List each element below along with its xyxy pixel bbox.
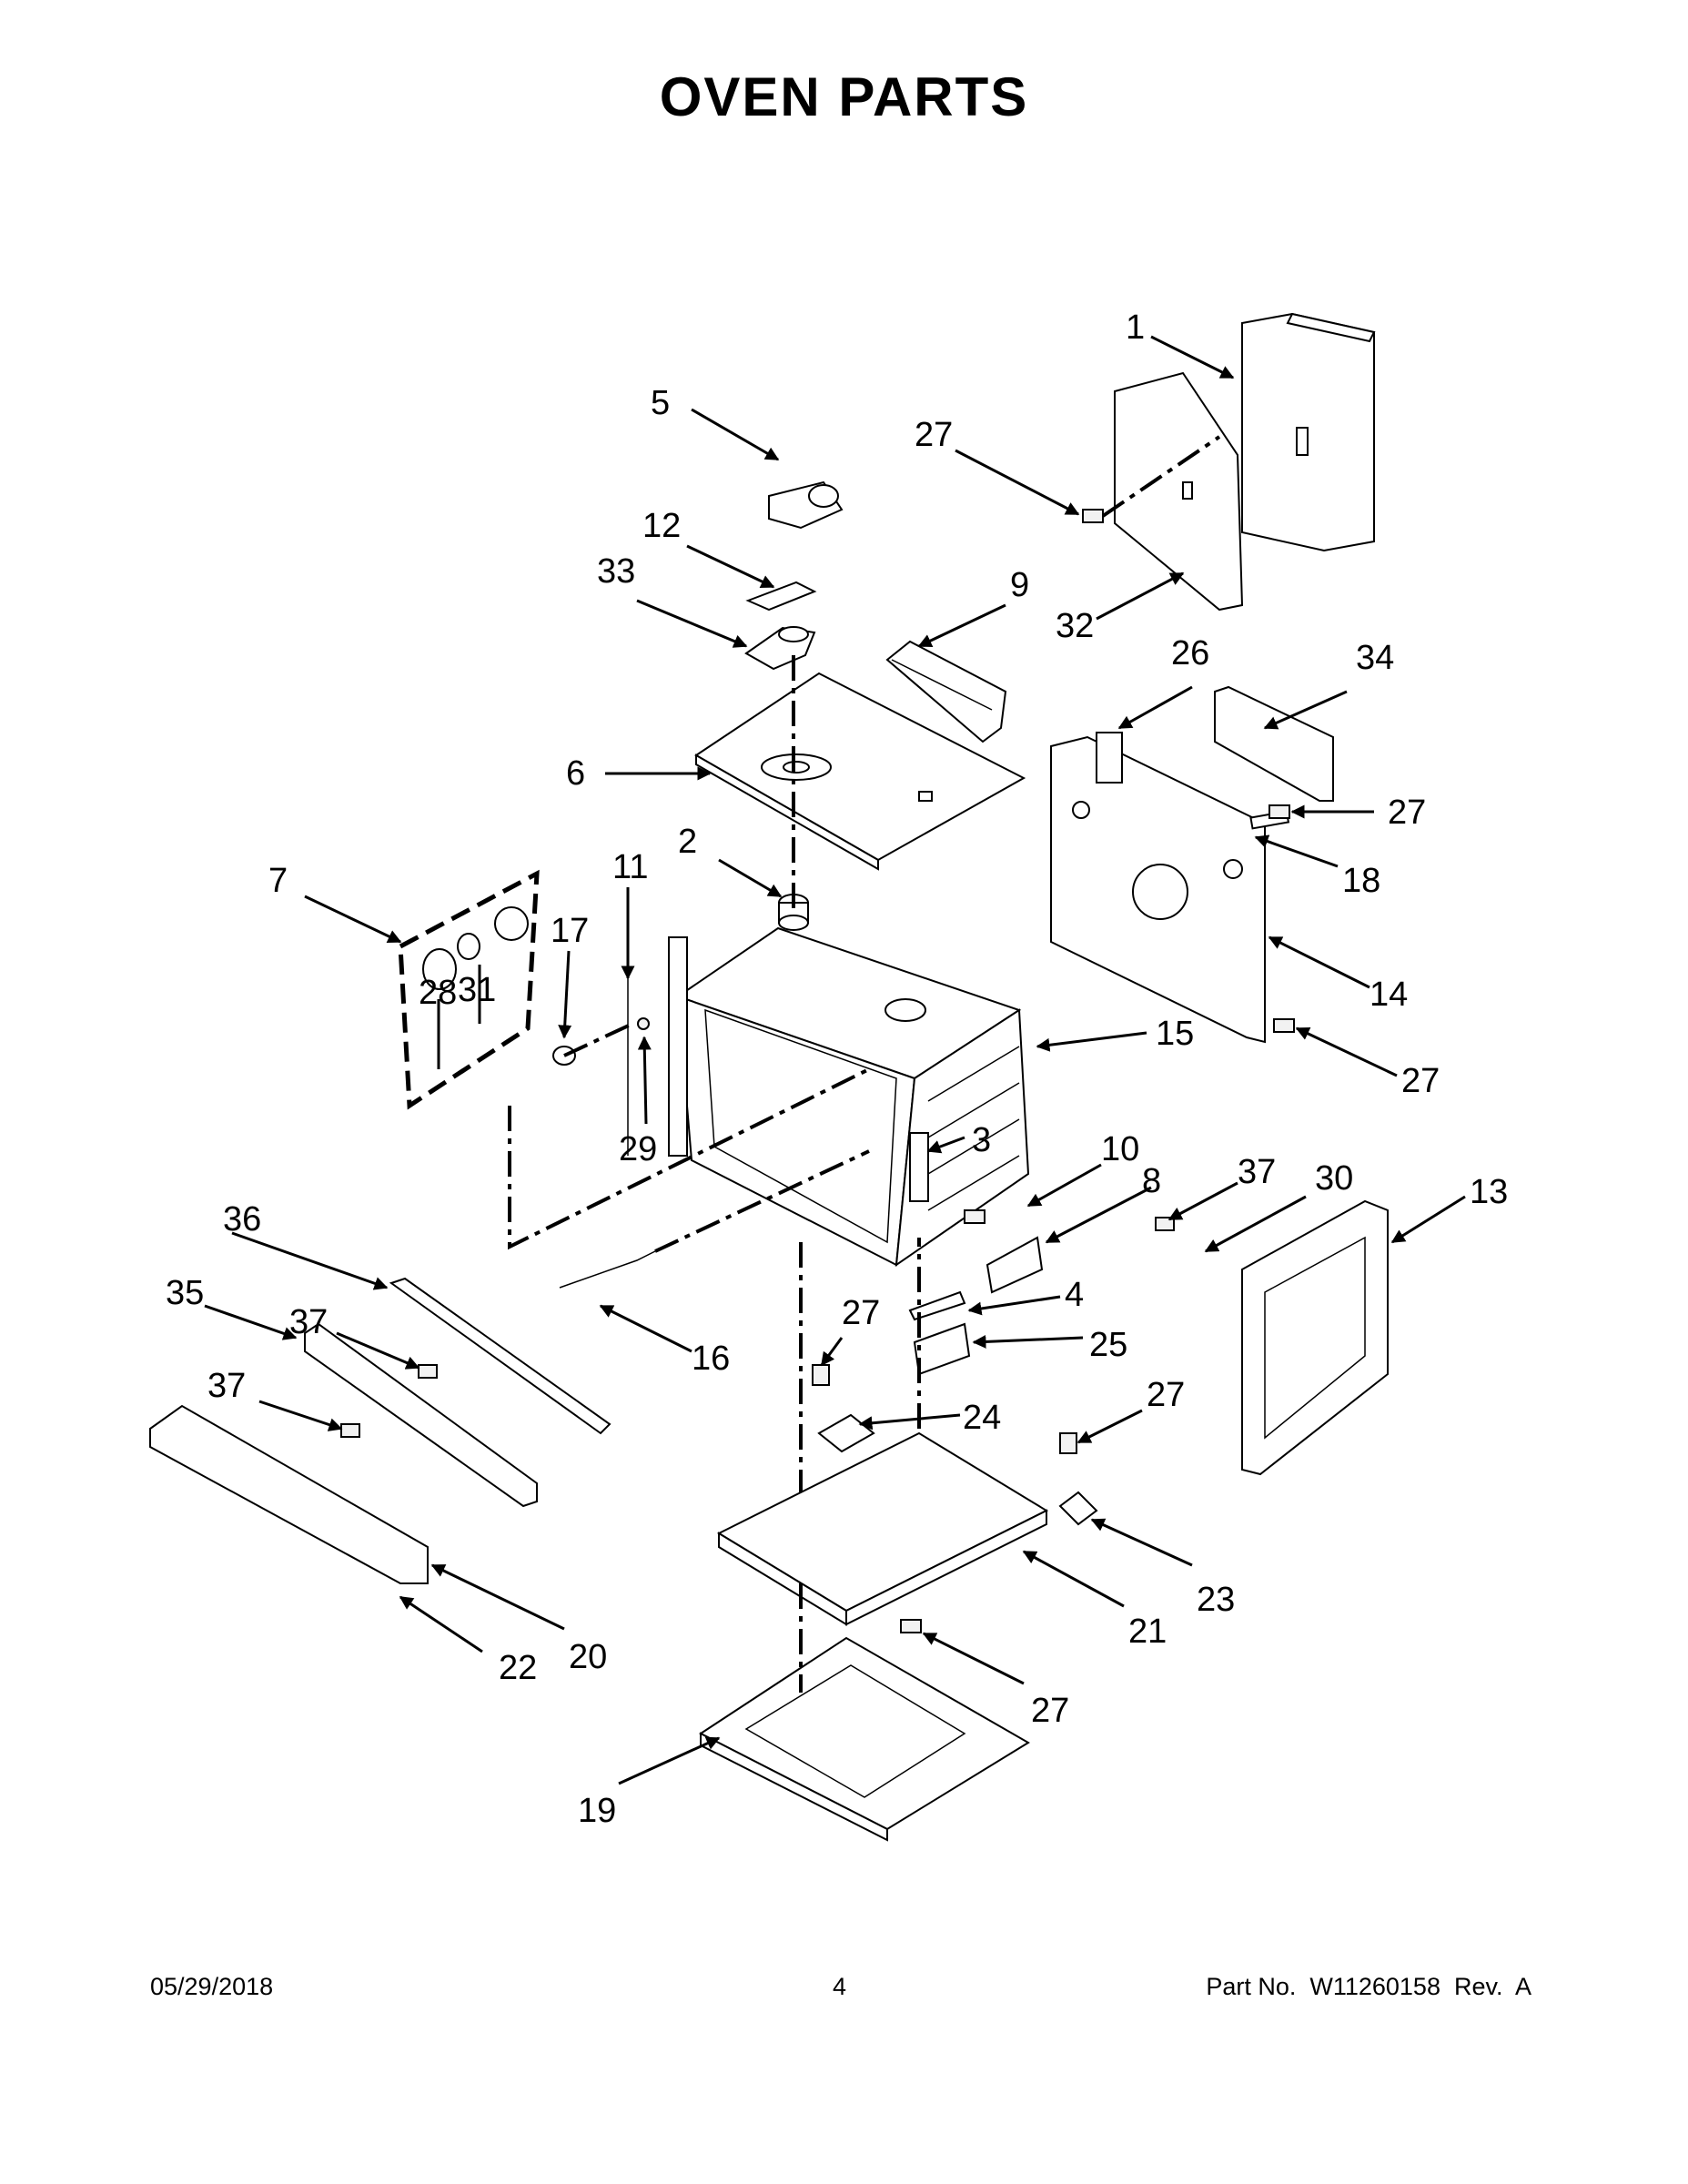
callout-12: 12 <box>642 507 681 545</box>
callout-3: 3 <box>972 1121 991 1159</box>
part-rear-cover <box>1114 371 1244 612</box>
part-clip-4 <box>908 1290 966 1321</box>
callout-27-e: 27 <box>1147 1376 1185 1414</box>
part-bottom-21 <box>716 1431 1049 1626</box>
part-bracket-23 <box>1058 1491 1098 1526</box>
part-mount-33 <box>744 626 816 671</box>
part-side-panel-14 <box>1050 732 1266 1044</box>
callout-34: 34 <box>1356 639 1394 677</box>
callout-28: 28 <box>419 974 457 1012</box>
callout-24: 24 <box>963 1399 1001 1437</box>
callout-36: 36 <box>223 1200 261 1239</box>
footer-date: 05/29/2018 <box>150 1973 274 2000</box>
callout-22: 22 <box>499 1649 537 1687</box>
part-screws <box>340 509 1295 1633</box>
callout-7: 7 <box>268 862 288 900</box>
callout-15: 15 <box>1156 1015 1194 1053</box>
callout-1: 1 <box>1126 308 1145 347</box>
callout-30: 30 <box>1315 1159 1353 1198</box>
part-bracket-12 <box>745 581 817 612</box>
callout-27-f: 27 <box>1031 1692 1069 1730</box>
part-rail-36 <box>389 1277 612 1435</box>
callout-27-c: 27 <box>1401 1062 1440 1100</box>
part-rail-35 <box>304 1322 538 1508</box>
part-bracket-24 <box>817 1413 875 1453</box>
part-wire-16 <box>559 1250 656 1289</box>
callout-27-b: 27 <box>1388 794 1426 832</box>
callout-31: 31 <box>458 971 496 1009</box>
part-filter-8 <box>986 1236 1044 1294</box>
callout-29: 29 <box>619 1130 657 1168</box>
callout-37-b: 37 <box>289 1303 328 1341</box>
callout-9: 9 <box>1010 566 1029 604</box>
callout-27-d: 27 <box>842 1294 880 1332</box>
callout-21: 21 <box>1128 1613 1167 1651</box>
part-knob-set-7 <box>398 869 540 1110</box>
part-top-plate-6 <box>694 672 1026 871</box>
callout-19: 19 <box>578 1792 616 1830</box>
callout-5: 5 <box>651 384 670 422</box>
callout-35: 35 <box>166 1274 204 1312</box>
callout-20: 20 <box>569 1638 607 1676</box>
callout-27-a: 27 <box>915 416 953 454</box>
callout-10: 10 <box>1101 1130 1139 1168</box>
part-rear-shield-13 <box>1241 1199 1389 1476</box>
page-title: OVEN PARTS <box>659 66 1029 127</box>
callout-37-a: 37 <box>1238 1153 1276 1191</box>
part-block-25 <box>913 1322 971 1376</box>
part-motor <box>768 480 844 530</box>
part-back-panel <box>1241 312 1376 552</box>
callout-leaders <box>204 335 1466 1785</box>
callout-37-c: 37 <box>207 1367 246 1405</box>
callout-26: 26 <box>1171 634 1209 672</box>
callout-14: 14 <box>1370 976 1408 1014</box>
assembly-lines <box>508 435 1221 1693</box>
part-base-19 <box>699 1636 1030 1842</box>
callout-18: 18 <box>1342 862 1380 900</box>
callout-4: 4 <box>1065 1276 1084 1314</box>
callout-labels: 1 5 27 12 33 9 32 26 34 6 27 2 18 7 11 1… <box>166 308 1508 1830</box>
part-bracket-34 <box>1214 685 1334 802</box>
callout-11: 11 <box>612 848 648 886</box>
callout-6: 6 <box>566 754 585 793</box>
part-duct-9 <box>885 640 1007 743</box>
footer-part-info: Part No. W11260158 Rev. A <box>1206 1973 1531 2000</box>
callout-8: 8 <box>1142 1162 1161 1200</box>
callout-32: 32 <box>1056 607 1094 645</box>
part-trim-20 <box>149 1404 429 1584</box>
callout-17: 17 <box>551 912 589 950</box>
callout-25: 25 <box>1089 1326 1127 1364</box>
callout-23: 23 <box>1197 1581 1235 1619</box>
callout-33: 33 <box>597 552 635 591</box>
callout-16: 16 <box>692 1340 730 1378</box>
footer-page-number: 4 <box>833 1973 847 2000</box>
callout-13: 13 <box>1470 1173 1508 1211</box>
callout-2: 2 <box>678 823 697 861</box>
